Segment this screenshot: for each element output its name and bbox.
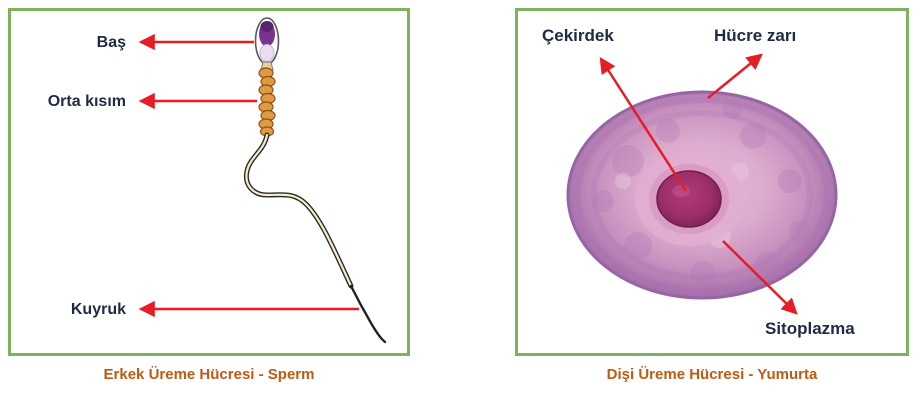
membrane-label: Hücre zarı (714, 26, 797, 45)
egg-cell (566, 90, 838, 300)
sperm-panel: Baş Orta kısım Kuyruk (8, 8, 410, 356)
cytoplasm-label: Sitoplazma (765, 319, 855, 338)
head-label: Baş (96, 34, 126, 51)
egg-texture-rings (575, 97, 829, 293)
sperm-cell (243, 17, 387, 344)
sperm-tail (243, 132, 387, 344)
tail-label: Kuyruk (70, 301, 126, 318)
egg-caption: Dişi Üreme Hücresi - Yumurta (606, 366, 818, 383)
sperm-midpiece (258, 67, 276, 137)
nucleus-label: Çekirdek (542, 26, 614, 45)
egg-panel: Çekirdek Hücre zarı Sitoplazma (515, 8, 909, 356)
egg-arrows (599, 53, 798, 315)
sperm-head (254, 17, 280, 65)
membrane-arrow (707, 53, 763, 99)
egg-nucleus (656, 170, 722, 228)
egg-mottling-dark (592, 99, 811, 287)
cytoplasm-arrow (722, 240, 798, 315)
nucleus-arrow (599, 56, 688, 192)
sperm-caption: Erkek Üreme Hücresi - Sperm (103, 366, 315, 383)
sperm-arrows (138, 33, 359, 318)
midpiece-label: Orta kısım (47, 93, 126, 110)
nucleus-highlight (672, 185, 690, 197)
egg-diagram (566, 53, 838, 315)
sperm-diagram (138, 17, 387, 344)
